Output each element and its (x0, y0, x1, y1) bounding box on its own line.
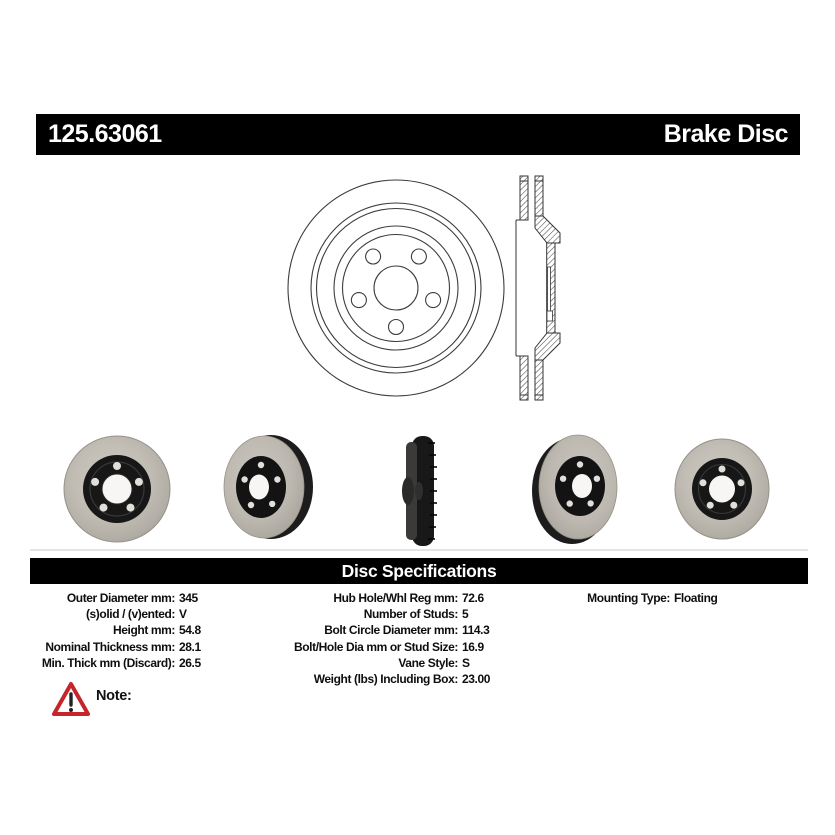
spec-value: 23.00 (462, 672, 491, 687)
spec-value: 5 (462, 607, 469, 622)
spec-row-number-of-studs: Number of Studs: 5 (290, 606, 490, 622)
spec-row-bolt-circle-diameter: Bolt Circle Diameter mm: 114.3 (290, 622, 490, 638)
spec-column-right: Mounting Type: Floating (560, 590, 718, 606)
product-photo-angled-right (532, 434, 618, 544)
spec-label: Nominal Thickness mm: (45, 639, 175, 654)
product-photo-edge (402, 436, 437, 546)
product-type-title: Brake Disc (663, 120, 789, 148)
warning-triangle-icon (52, 682, 90, 716)
spec-row-solid-vented: (s)olid / (v)ented: V (30, 606, 201, 622)
spec-row-outer-diameter: Outer Diameter mm: 345 (30, 590, 201, 606)
spec-value: 54.8 (179, 623, 201, 638)
spec-value: V (179, 607, 187, 622)
header-bar: 125.63061 Brake Disc (36, 114, 800, 155)
spec-value: 72.6 (462, 591, 484, 605)
spec-label: Vane Style: (398, 655, 458, 670)
spec-row-vane-style: Vane Style: S (290, 655, 490, 671)
spec-label: Hub Hole/Whl Reg mm: (333, 591, 458, 605)
spec-label: Number of Studs: (363, 607, 459, 622)
spec-row-height: Height mm: 54.8 (30, 622, 201, 638)
spec-label: Weight (lbs) Including Box: (313, 672, 459, 687)
spec-label: Height mm: (112, 623, 175, 638)
spec-value: 114.3 (462, 623, 490, 638)
product-photo-angled-left (223, 435, 313, 539)
spec-value: 26.5 (179, 655, 201, 670)
spec-value: Floating (674, 591, 718, 605)
part-number: 125.63061 (48, 120, 162, 148)
cross-section-drawing (515, 175, 561, 401)
spec-row-weight: Weight (lbs) Including Box: 23.00 (290, 671, 491, 687)
spec-column-left: Outer Diameter mm: 345 (s)olid / (v)ente… (30, 590, 201, 671)
spec-value: 28.1 (179, 639, 201, 654)
spec-row-min-thick: Min. Thick mm (Discard): 26.5 (30, 655, 201, 671)
spec-label: Outer Diameter mm: (66, 591, 176, 605)
product-photo-front-right (674, 438, 770, 540)
spec-label: Min. Thick mm (Discard): (41, 655, 175, 670)
section-title: Disc Specifications (341, 560, 497, 581)
spec-label: Bolt Circle Diameter mm: (324, 623, 458, 638)
spec-value: S (462, 655, 470, 670)
section-header-bar: Disc Specifications (30, 558, 808, 584)
spec-column-middle: Hub Hole/Whl Reg mm: 72.6 Number of Stud… (290, 590, 490, 687)
spec-label: (s)olid / (v)ented: (85, 607, 175, 622)
spec-label: Bolt/Hole Dia mm or Stud Size: (293, 639, 458, 654)
note-label: Note: (96, 688, 132, 704)
photo-row-divider (30, 549, 808, 551)
spec-row-bolt-hole-dia: Bolt/Hole Dia mm or Stud Size: 16.9 (290, 639, 490, 655)
spec-label: Mounting Type: (587, 591, 670, 605)
spec-value: 345 (179, 591, 198, 605)
technical-drawing (287, 175, 561, 401)
spec-row-nominal-thickness: Nominal Thickness mm: 28.1 (30, 639, 201, 655)
spec-row-hub-hole: Hub Hole/Whl Reg mm: 72.6 (290, 590, 490, 606)
spec-row-mounting-type: Mounting Type: Floating (560, 590, 718, 606)
product-photo-front (63, 435, 171, 543)
front-view-drawing (287, 179, 505, 397)
spec-value: 16.9 (462, 639, 484, 654)
